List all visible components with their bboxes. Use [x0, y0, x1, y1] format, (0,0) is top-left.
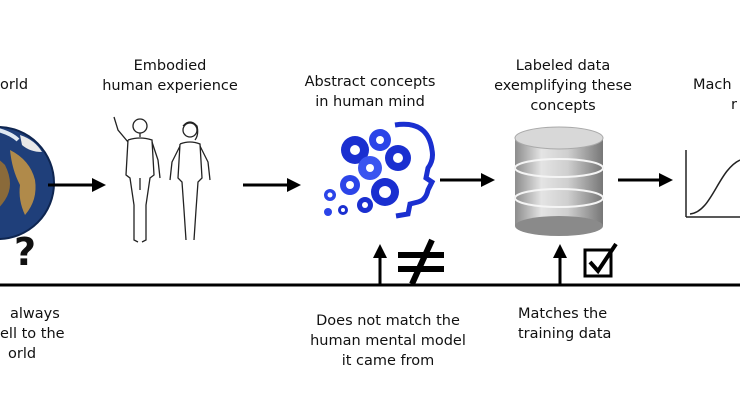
stage-label-world: orld: [0, 77, 29, 93]
up-arrow-right-icon: [553, 244, 567, 285]
note-matches: Matches the training data: [518, 306, 612, 342]
database-icon: [514, 126, 604, 236]
note-generalize: always ell to the orld: [0, 306, 65, 362]
stage-label-abstract: Abstract concepts in human mind: [304, 74, 436, 110]
stage-label-embodied: Embodied human experience: [102, 58, 238, 94]
note-not-match: Does not match the human mental model it…: [310, 313, 466, 369]
sigmoid-chart-icon: [685, 150, 740, 218]
arrow-1-icon: [48, 178, 106, 192]
arrow-3-icon: [440, 173, 495, 187]
up-arrow-left-icon: [373, 244, 387, 285]
human-figures-icon: [113, 116, 211, 243]
stage-label-machine: Mach r: [693, 77, 737, 113]
arrow-4-icon: [618, 173, 673, 187]
stage-label-labeled-data: Labeled data exemplifying these concepts: [494, 58, 632, 114]
checkbox-checked-icon: [583, 242, 618, 278]
question-mark: ?: [14, 230, 37, 274]
not-equal-icon: [398, 238, 444, 286]
earth-globe-icon: [0, 126, 55, 240]
gears-head-icon: [324, 121, 436, 219]
arrow-2-icon: [243, 178, 301, 192]
